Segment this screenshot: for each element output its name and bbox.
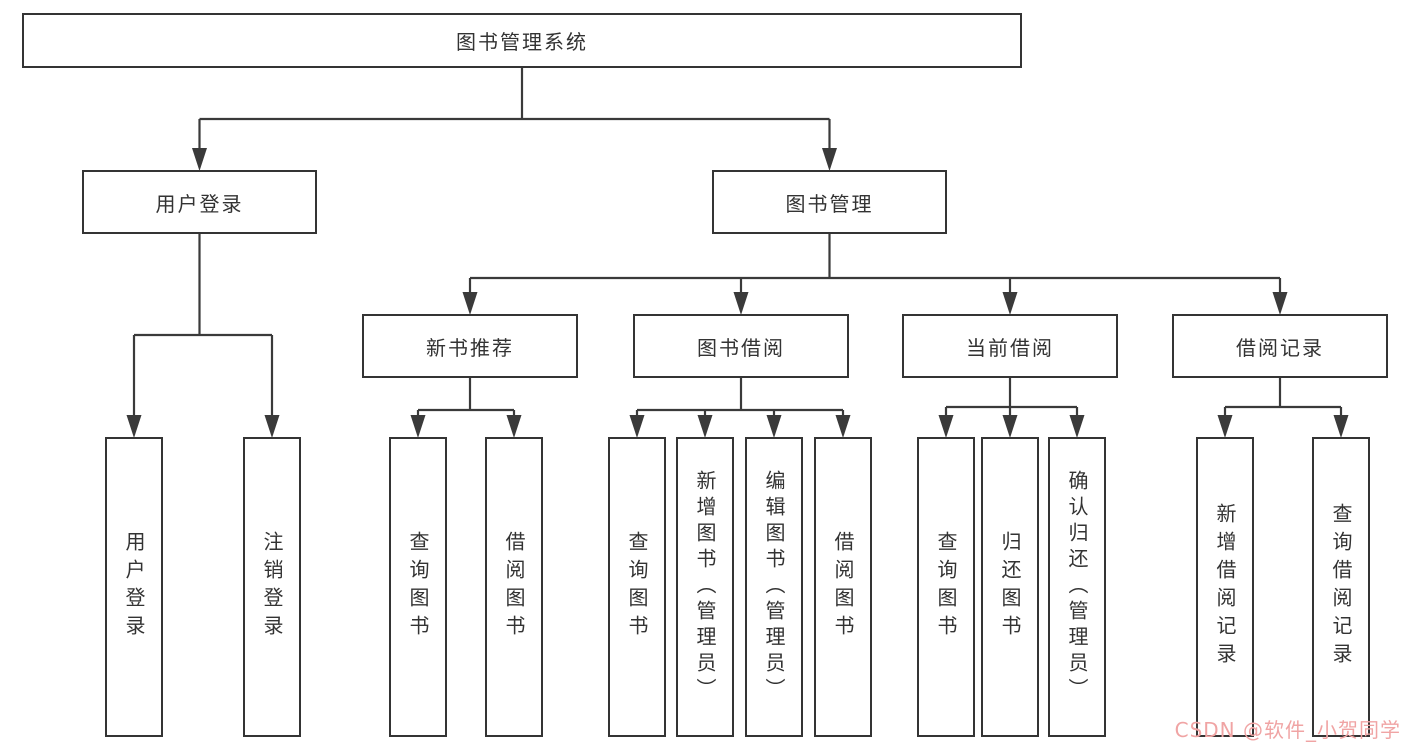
leaf-borrow-books-recommend: 借阅图书 <box>485 437 543 737</box>
leaf-query-books-current: 查询图书 <box>917 437 975 737</box>
leaf-label: 确认归还（管理员） <box>1065 470 1089 704</box>
leaf-label: 查询借阅记录 <box>1329 503 1353 671</box>
leaf-label: 新增借阅记录 <box>1213 503 1237 671</box>
node-new-book-recommend: 新书推荐 <box>362 314 578 378</box>
leaf-confirm-return-admin: 确认归还（管理员） <box>1048 437 1106 737</box>
node-borrow-records: 借阅记录 <box>1172 314 1388 378</box>
node-label: 用户登录 <box>155 191 244 216</box>
leaf-label: 用户登录 <box>122 531 146 643</box>
leaf-label: 查询图书 <box>625 531 649 643</box>
leaf-label: 查询图书 <box>934 531 958 643</box>
leaf-query-books-recommend: 查询图书 <box>389 437 447 737</box>
leaf-logout: 注销登录 <box>243 437 301 737</box>
leaf-return-book: 归还图书 <box>981 437 1039 737</box>
node-label: 图书借阅 <box>697 335 785 360</box>
leaf-label: 借阅图书 <box>831 531 855 643</box>
arrowheads <box>126 148 1349 438</box>
leaf-user-login: 用户登录 <box>105 437 163 737</box>
leaf-add-borrow-record: 新增借阅记录 <box>1196 437 1254 737</box>
leaf-add-book-admin: 新增图书（管理员） <box>676 437 734 737</box>
node-library-management-system: 图书管理系统 <box>22 13 1022 68</box>
node-user-login: 用户登录 <box>82 170 317 234</box>
leaf-query-books-borrow: 查询图书 <box>608 437 666 737</box>
node-book-borrow: 图书借阅 <box>633 314 849 378</box>
leaf-label: 注销登录 <box>260 531 284 643</box>
node-label: 图书管理系统 <box>456 30 588 54</box>
leaf-query-borrow-record: 查询借阅记录 <box>1312 437 1370 737</box>
leaf-edit-book-admin: 编辑图书（管理员） <box>745 437 803 737</box>
node-current-borrow: 当前借阅 <box>902 314 1118 378</box>
node-label: 图书管理 <box>785 191 874 216</box>
leaf-label: 查询图书 <box>406 531 430 643</box>
node-book-management: 图书管理 <box>712 170 947 234</box>
leaf-label: 借阅图书 <box>502 531 526 643</box>
leaf-label: 编辑图书（管理员） <box>762 470 786 704</box>
leaf-label: 归还图书 <box>998 531 1022 643</box>
leaf-label: 新增图书（管理员） <box>693 470 717 704</box>
node-label: 借阅记录 <box>1236 335 1324 360</box>
node-label: 新书推荐 <box>426 335 514 360</box>
node-label: 当前借阅 <box>966 335 1054 360</box>
leaf-borrow-books: 借阅图书 <box>814 437 872 737</box>
